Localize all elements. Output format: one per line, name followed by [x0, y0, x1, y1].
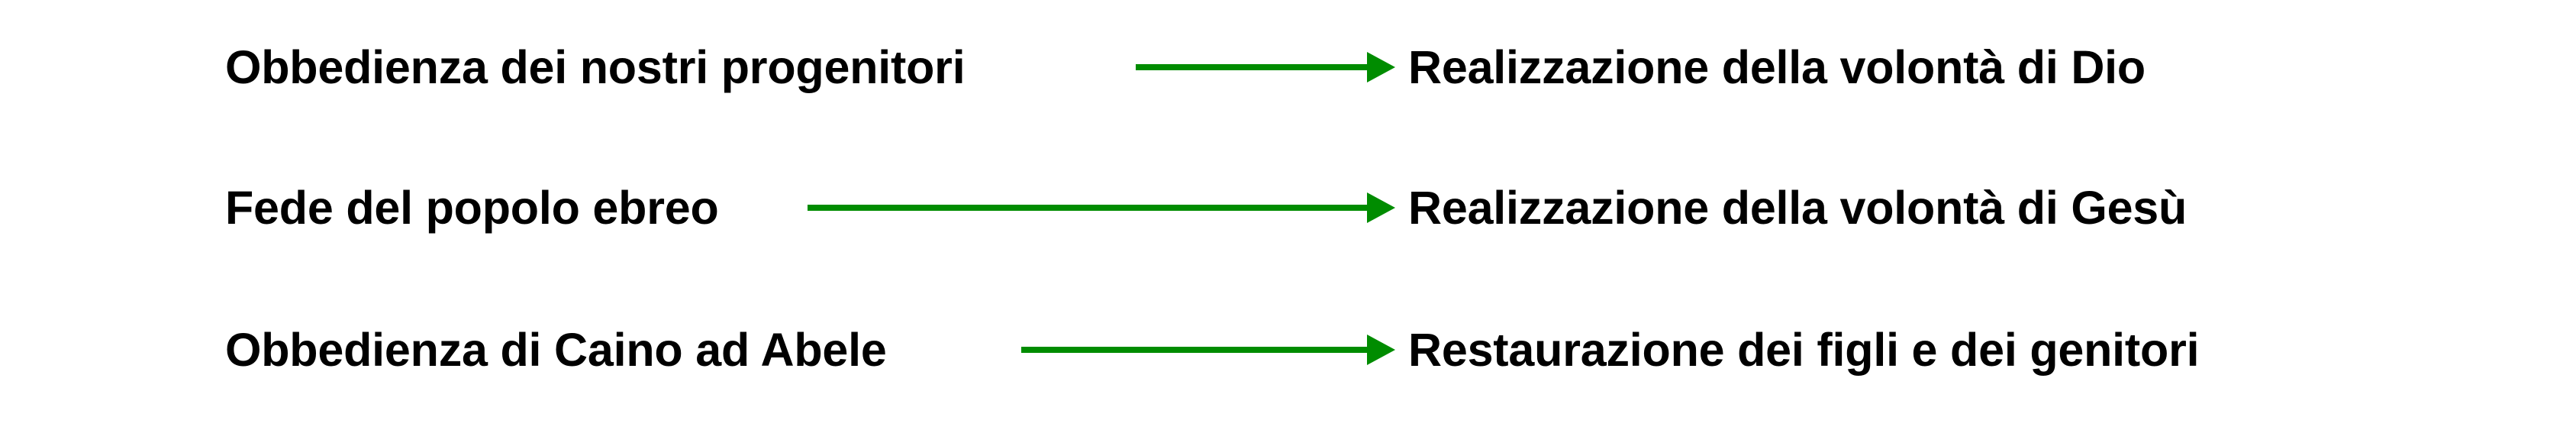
row-3-arrow-right-icon — [1021, 304, 1395, 396]
row-2-source-label: Fede del popolo ebreo — [225, 182, 719, 234]
diagram-row-3: Obbedienza di Caino ad Abele Restaurazio… — [0, 304, 2576, 396]
row-1-source-label: Obbedienza dei nostri progenitori — [225, 41, 966, 93]
row-1-arrow-right-icon — [1136, 21, 1395, 113]
diagram-row-1: Obbedienza dei nostri progenitori Realiz… — [0, 21, 2576, 113]
row-3-target-label: Restaurazione dei figli e dei genitori — [1408, 324, 2200, 376]
row-2-arrow-right-icon — [808, 162, 1395, 254]
row-1-target-label: Realizzazione della volontà di Dio — [1408, 41, 2146, 93]
row-3-source-label: Obbedienza di Caino ad Abele — [225, 324, 887, 376]
diagram-row-2: Fede del popolo ebreo Realizzazione dell… — [0, 162, 2576, 254]
row-2-target-label: Realizzazione della volontà di Gesù — [1408, 182, 2188, 234]
